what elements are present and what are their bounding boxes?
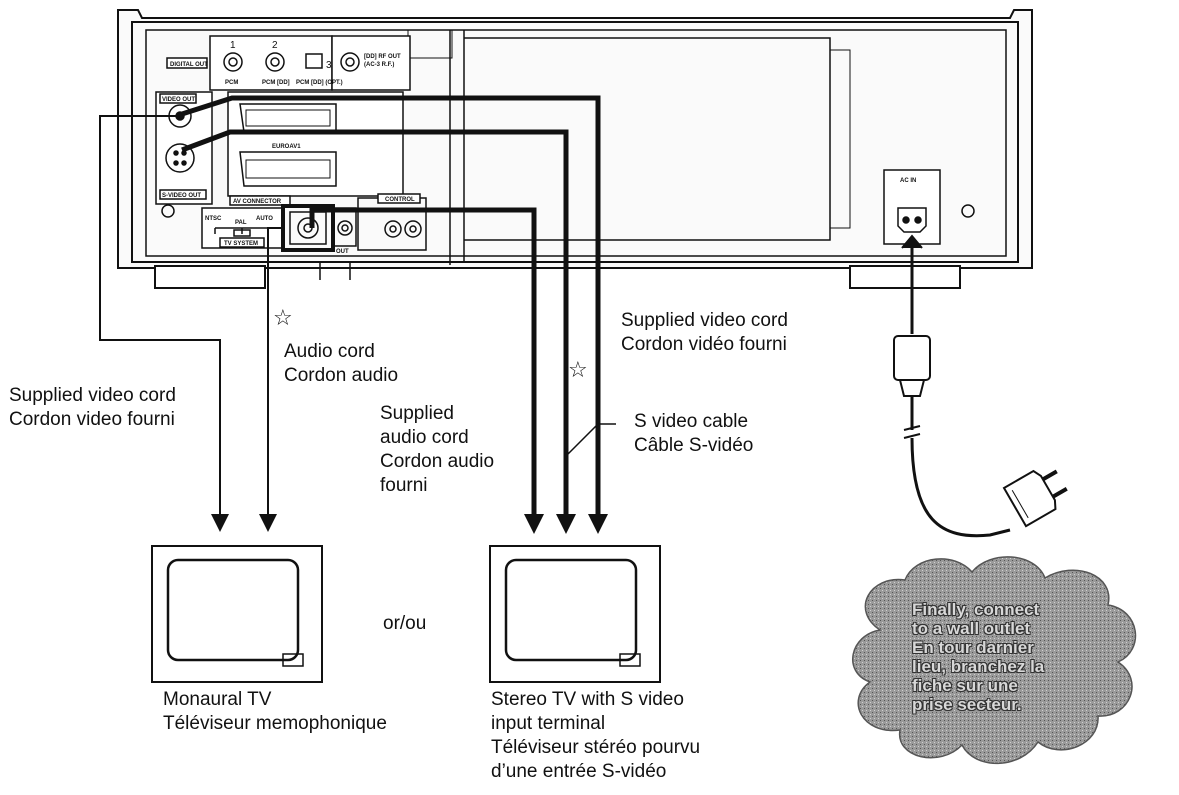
left-video-cord-label: Supplied video cord Cordon video fourni <box>9 385 176 430</box>
s-video-cable-label: S video cable Câble S-vidéo <box>634 411 754 456</box>
s-video-out-label: S-VIDEO OUT <box>162 193 201 199</box>
arrowheads <box>211 514 608 534</box>
left-video-cord <box>99 115 221 518</box>
star-mark-audio: ☆ <box>273 306 293 331</box>
out-label: OUT <box>336 249 349 255</box>
pcm-label: PCM <box>225 80 238 86</box>
digital-out-label: DIGITAL OUT <box>170 62 208 68</box>
pcm-dd-label: PCM [DD] <box>262 80 290 86</box>
rf-out-sub-label: (AC-3 R.F.) <box>364 62 394 68</box>
video-out-label: VIDEO OUT <box>162 97 195 103</box>
audio-out-block <box>281 193 427 252</box>
jack-number-2: 2 <box>272 40 278 51</box>
cloud-instruction-text: Finally, connect to a wall outlet En tou… <box>912 600 1045 714</box>
s-video-leader <box>565 423 616 457</box>
jack-number-3: 3 <box>326 60 332 71</box>
digital-out-block <box>166 35 411 91</box>
pcm-dd-opt-label: PCM [DD] (OPT.) <box>296 80 343 86</box>
euroav1-label: EUROAV1 <box>272 144 301 150</box>
monaural-tv <box>151 545 323 683</box>
ntsc-label: NTSC <box>205 216 222 222</box>
or-label: or/ou <box>383 613 427 634</box>
star-mark-s-video: ☆ <box>568 358 588 383</box>
ac-in-label: AC IN <box>900 178 916 184</box>
stereo-tv-label: Stereo TV with S video input terminal Té… <box>491 689 701 782</box>
jack-number-1: 1 <box>230 40 236 51</box>
rf-out-label: [DD] RF OUT <box>364 54 401 60</box>
tv-system-label: TV SYSTEM <box>224 241 258 247</box>
right-video-cord <box>181 95 601 518</box>
pal-label: PAL <box>235 220 247 226</box>
scart-block <box>227 91 404 206</box>
right-audio-cord <box>309 207 537 518</box>
wall-outlet-cloud <box>852 556 1137 765</box>
control-label: CONTROL <box>385 197 415 203</box>
supplied-audio-cord-label: Supplied audio cord Cordon audio fourni <box>380 403 495 496</box>
monaural-tv-label: Monaural TV Téléviseur memophonique <box>163 689 387 734</box>
right-video-cord-label: Supplied video cord Cordon vidéo fourni <box>621 310 788 355</box>
s-video-cable <box>181 129 569 518</box>
stereo-tv <box>489 545 661 683</box>
ac-in-block <box>883 169 941 245</box>
power-cord <box>893 234 1068 538</box>
left-audio-cord <box>267 227 283 518</box>
auto-label: AUTO <box>256 216 273 222</box>
audio-cord-label: Audio cord Cordon audio <box>284 341 399 386</box>
av-connector-label: AV CONNECTOR <box>233 199 282 205</box>
